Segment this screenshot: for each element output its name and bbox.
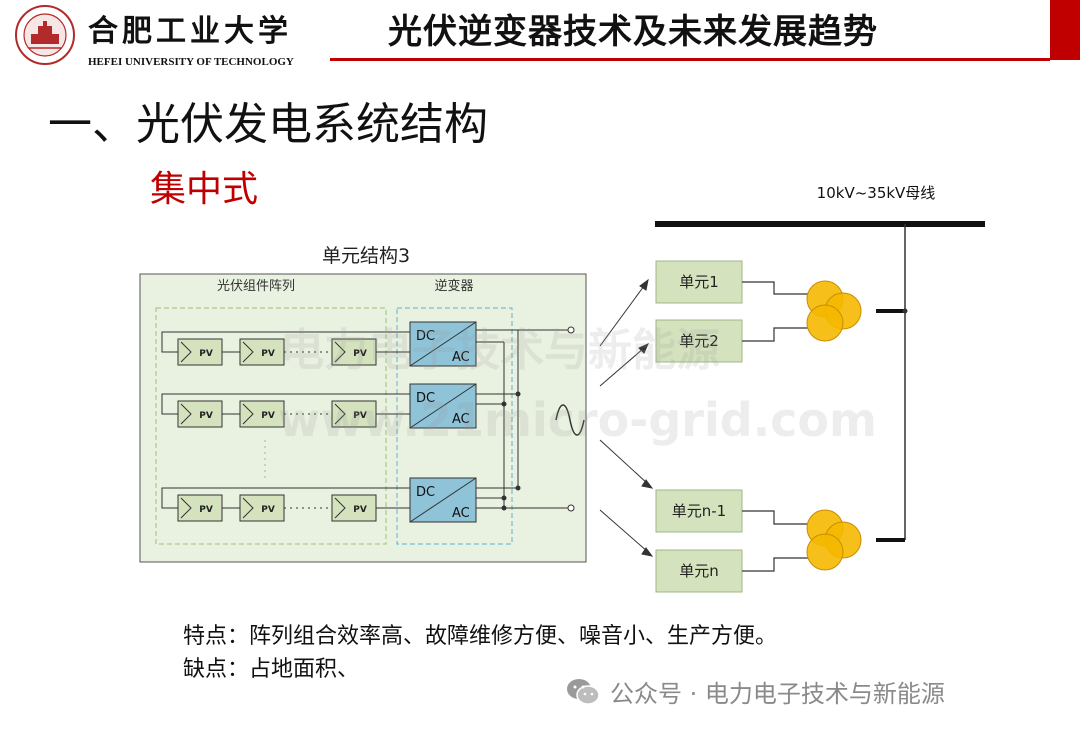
pv-label: PV <box>261 411 275 421</box>
watermark-cn: 电力电子技术与新能源 <box>280 325 720 376</box>
transformer-upper <box>806 280 862 342</box>
unit-arrows <box>599 278 654 557</box>
ac-label: AC <box>452 350 470 365</box>
pv-label: PV <box>199 505 213 515</box>
dc-label: DC <box>416 391 435 406</box>
pv-label: PV <box>353 505 367 515</box>
pv-label: PV <box>261 505 275 515</box>
dc-label: DC <box>416 329 435 344</box>
bus-voltage-label: 10kV~35kV母线 <box>817 184 936 202</box>
pv-label: PV <box>353 411 367 421</box>
transformer-lower <box>806 509 862 571</box>
footer-text: 公众号 · 电力电子技术与新能源 <box>610 680 945 708</box>
unit-label-n: 单元n <box>679 562 719 580</box>
title-side-bar <box>1050 0 1080 60</box>
ac-label: AC <box>452 412 470 427</box>
pv-array-label: 光伏组件阵列 <box>217 279 295 294</box>
unit-structure-title: 单元结构3 <box>322 245 410 267</box>
drawbacks-text: 缺点：占地面积、 <box>183 657 360 682</box>
inverter-region <box>396 307 513 545</box>
title-underline <box>330 58 1050 61</box>
ac-sine-symbol <box>555 404 585 436</box>
footer-source: 公众号 · 电力电子技术与新能源 <box>566 674 945 709</box>
inverter-label: 逆变器 <box>434 278 473 294</box>
unit-box-1 <box>655 260 743 304</box>
pv-string-row-2 <box>161 393 410 428</box>
transformer-wiring <box>742 281 808 572</box>
pv-label: PV <box>199 411 213 421</box>
wechat-icon <box>567 678 600 705</box>
pv-array-region <box>155 307 387 545</box>
unit-label-2: 单元2 <box>679 332 719 350</box>
features-text: 特点：阵列组合效率高、故障维修方便、噪音小、生产方便。 <box>183 624 778 649</box>
pv-label: PV <box>353 349 367 359</box>
unit-box-n <box>655 549 743 593</box>
pv-string-row-1 <box>161 331 420 366</box>
unit-label-1: 单元1 <box>679 273 719 291</box>
sub-heading: 集中式 <box>150 169 259 210</box>
pv-label: PV <box>261 349 275 359</box>
watermark-url: www.21micro-grid.com <box>278 393 877 447</box>
dc-label: DC <box>416 485 435 500</box>
unit-box-2 <box>655 319 743 363</box>
pv-string-row-n <box>161 487 410 522</box>
university-name-cn: 合肥工业大学 <box>88 14 292 49</box>
unit-label-n-1: 单元n-1 <box>672 502 726 520</box>
ac-label: AC <box>452 506 470 521</box>
university-name-en: HEFEI UNIVERSITY OF TECHNOLOGY <box>88 56 294 68</box>
ac-output-wiring <box>476 329 568 509</box>
slide-title: 光伏逆变器技术及未来发展趋势 <box>388 12 878 52</box>
university-seal-logo <box>15 5 75 65</box>
section-heading: 一、光伏发电系统结构 <box>48 99 488 150</box>
pv-label: PV <box>199 349 213 359</box>
